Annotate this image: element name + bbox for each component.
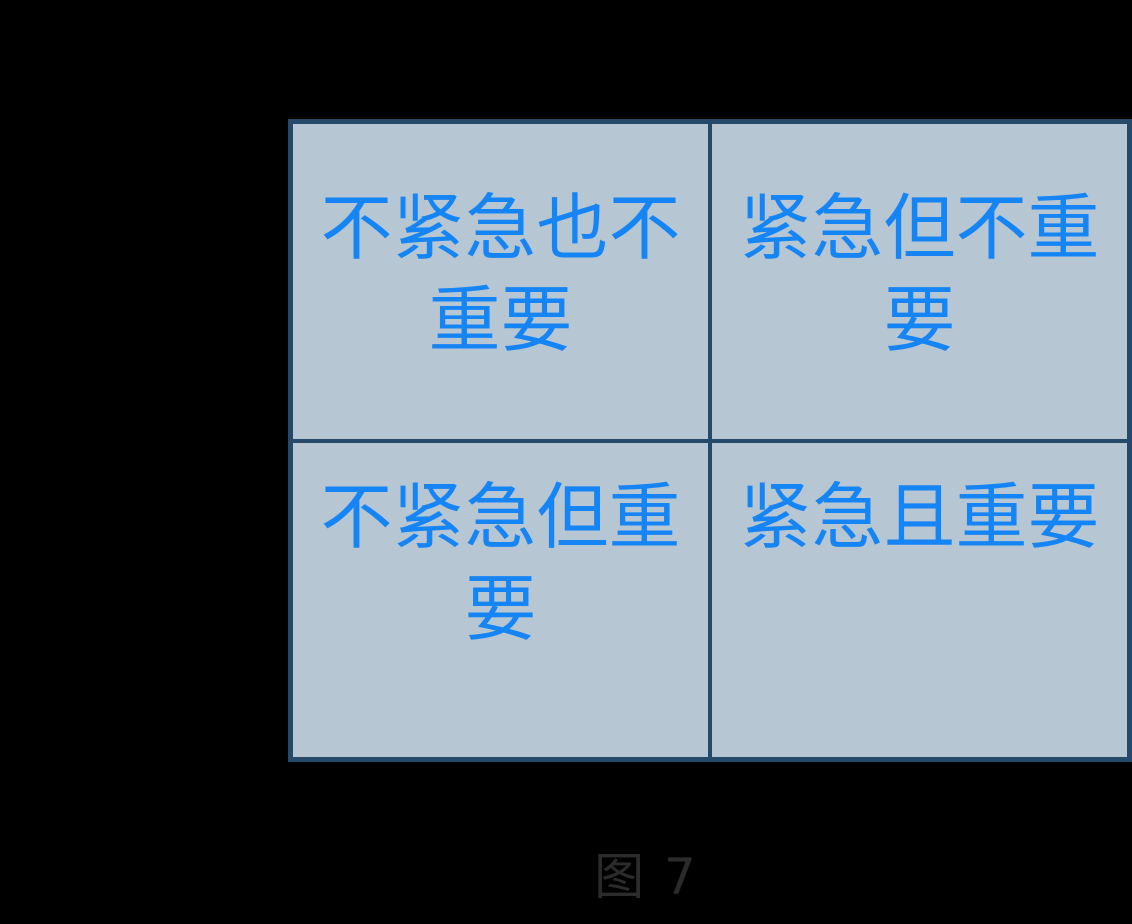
matrix-cell-bottom-right[interactable]: 紧急且重要 — [712, 442, 1127, 757]
matrix-cell-label: 不紧急也不重要 — [320, 186, 681, 363]
figure-caption: 图 7 — [0, 852, 1132, 902]
matrix-cell-bottom-left[interactable]: 不紧急但重要 — [293, 442, 708, 757]
priority-matrix: 不紧急也不重要 紧急但不重要 不紧急但重要 紧急且重要 — [288, 119, 1132, 762]
matrix-cell-label: 紧急但不重要 — [739, 186, 1100, 363]
matrix-cell-top-right[interactable]: 紧急但不重要 — [712, 124, 1127, 439]
figure-caption-text: 图 7 — [594, 848, 698, 906]
matrix-cell-label: 紧急且重要 — [739, 474, 1100, 559]
matrix-cell-top-left[interactable]: 不紧急也不重要 — [293, 124, 708, 439]
matrix-cell-label: 不紧急但重要 — [320, 474, 681, 651]
